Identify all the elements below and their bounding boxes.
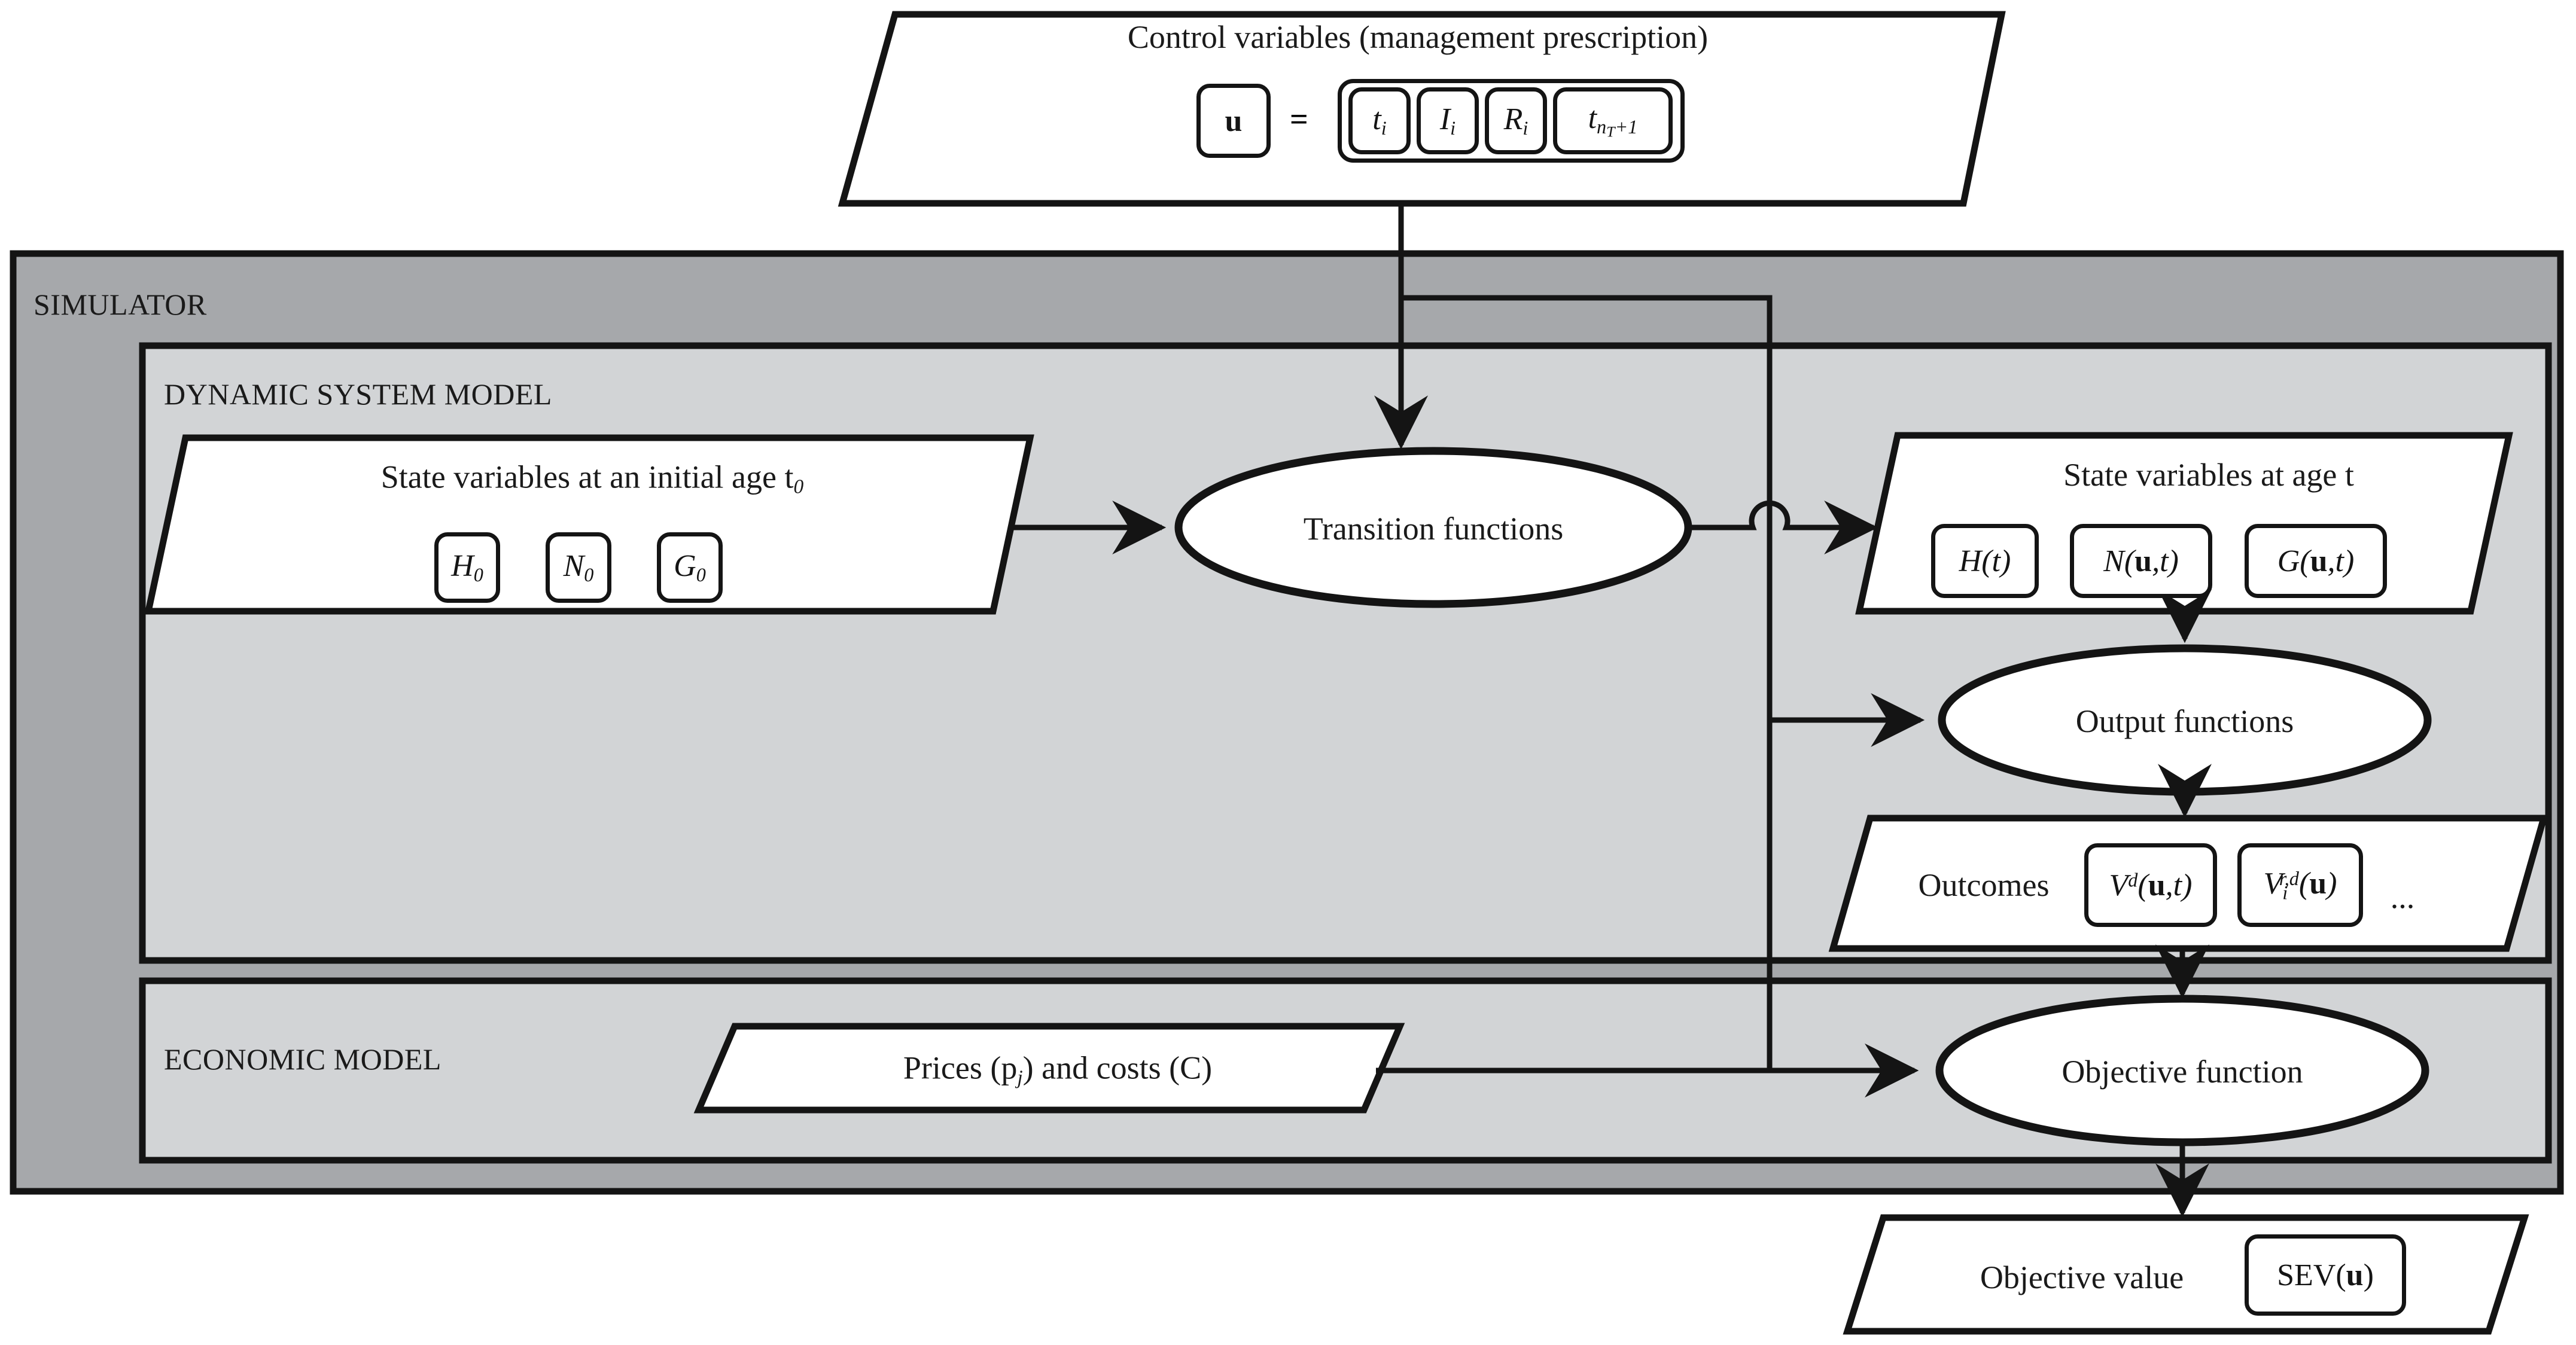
u-vector-symbol: u bbox=[1225, 103, 1243, 138]
control-variables-label: Control variables (management prescripti… bbox=[1127, 19, 1709, 55]
token-Vi-rd-u: Vir,d(u) bbox=[2237, 843, 2363, 927]
token-H-of-t: H(t) bbox=[1931, 524, 2039, 598]
token-N0: N0 bbox=[546, 532, 611, 603]
token-t-i: ti bbox=[1348, 87, 1411, 154]
initial-state-label: State variables at an initial age t0 bbox=[381, 458, 803, 498]
initial-state-label-sub: 0 bbox=[793, 475, 804, 498]
prices-costs-parallelogram bbox=[693, 1023, 1405, 1114]
prices-costs-label-tail: ) and costs (C) bbox=[1022, 1050, 1213, 1086]
token-t-nT1: tnT+1 bbox=[1553, 87, 1673, 154]
token-Vd-u-t: Vd(u,t) bbox=[2084, 843, 2217, 927]
token-G0: G0 bbox=[657, 532, 723, 603]
token-I-i: Ii bbox=[1417, 87, 1479, 154]
state-at-age-t-label-text: State variables at age t bbox=[2063, 457, 2354, 493]
initial-state-parallelogram bbox=[144, 434, 1034, 615]
outcomes-ellipsis: ... bbox=[2390, 879, 2415, 915]
objective-value-label: Objective value bbox=[1980, 1259, 2184, 1295]
transition-functions-label: Transition functions bbox=[1303, 511, 1564, 547]
prices-costs-label-sub: j bbox=[1017, 1066, 1023, 1089]
prices-costs-label: Prices (pj) and costs (C) bbox=[903, 1049, 1212, 1089]
output-functions-label: Output functions bbox=[2075, 703, 2294, 739]
outcomes-label: Outcomes bbox=[1918, 867, 2050, 903]
objective-function-label: Objective function bbox=[2062, 1054, 2303, 1090]
token-G-of-u-t: G(u,t) bbox=[2245, 524, 2387, 598]
economic-model-label: ECONOMIC MODEL bbox=[164, 1042, 441, 1076]
initial-state-label-text: State variables at an initial age t bbox=[380, 459, 794, 495]
equals-sign: = bbox=[1290, 101, 1308, 137]
objective-value-parallelogram bbox=[1843, 1214, 2529, 1335]
u-vector-token: u bbox=[1196, 84, 1271, 158]
state-at-age-t-label: State variables at age t bbox=[2063, 456, 2354, 493]
token-N-of-u-t: N(u,t) bbox=[2070, 524, 2212, 598]
dynamic-system-model-label: DYNAMIC SYSTEM MODEL bbox=[164, 377, 552, 411]
prices-costs-label-head: Prices (p bbox=[903, 1050, 1018, 1086]
token-R-i: Ri bbox=[1485, 87, 1547, 154]
token-H0: H0 bbox=[434, 532, 500, 603]
token-SEV-u: SEV(u) bbox=[2245, 1234, 2406, 1316]
connector-transition-to-state bbox=[1688, 500, 1878, 554]
simulator-label: SIMULATOR bbox=[34, 288, 207, 321]
